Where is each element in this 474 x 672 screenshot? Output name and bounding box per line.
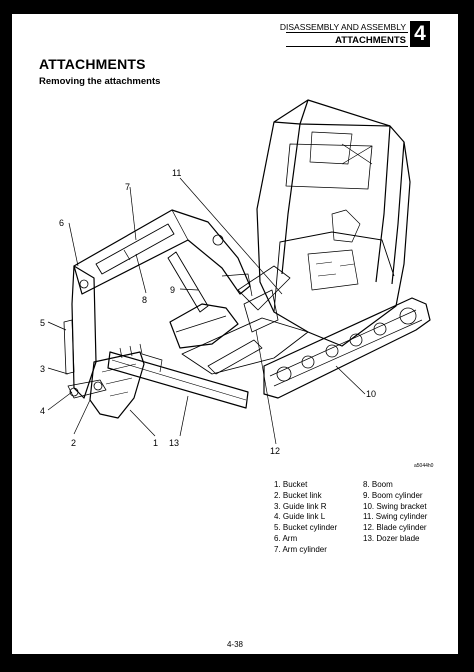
legend-item: 8. Boom [363, 480, 393, 489]
header-subsection: ATTACHMENTS [335, 35, 406, 46]
legend-item: 10. Swing bracket [363, 501, 427, 511]
header-rule-bottom [286, 46, 408, 47]
callout-11: 11 [172, 168, 181, 178]
legend-item: 13. Dozer blade [363, 533, 420, 543]
legend-item: 7. Arm cylinder [274, 544, 327, 554]
callout-7: 7 [125, 182, 130, 192]
callout-6: 6 [59, 218, 64, 228]
legend-right-column: 8. Boom 9. Boom cylinder 10. Swing brack… [363, 480, 427, 545]
legend-item: 12. Blade cylinder [363, 523, 427, 533]
header-section: DISASSEMBLY AND ASSEMBLY [279, 22, 406, 32]
callout-leaders [47, 177, 366, 445]
page-subtitle: Removing the attachments [39, 76, 161, 87]
callout-13: 13 [169, 438, 179, 448]
legend-item: 6. Arm [274, 533, 298, 543]
legend-item: 2. Bucket link [274, 490, 322, 500]
header-rule [286, 32, 408, 33]
manual-page: DISASSEMBLY AND ASSEMBLY ATTACHMENTS 4 A… [12, 14, 458, 654]
legend-left-column: 1. Bucket 2. Bucket link 3. Guide link R… [274, 480, 337, 556]
figure-code: a5044h0 [414, 463, 434, 469]
legend-item: 11. Swing cylinder [363, 512, 428, 522]
callout-8: 8 [142, 295, 147, 305]
legend-item: 4. Guide link L [274, 512, 326, 522]
callout-2: 2 [71, 438, 76, 448]
excavator-diagram: 1 2 3 4 5 6 7 8 9 10 11 12 13 a5044h0 [40, 99, 434, 469]
callout-labels: 1 2 3 4 5 6 7 8 9 10 11 12 13 a5044h0 [40, 168, 434, 469]
legend-item: 5. Bucket cylinder [274, 523, 338, 533]
legend-item: 1. Bucket [274, 480, 308, 489]
page-number: 4-38 [226, 640, 243, 649]
legend-item: 3. Guide link R [274, 501, 327, 511]
callout-9: 9 [170, 285, 175, 295]
callout-1: 1 [153, 438, 158, 448]
callout-5: 5 [40, 318, 45, 328]
callout-12: 12 [270, 446, 280, 456]
callout-10: 10 [366, 389, 376, 399]
excavator-drawing [63, 99, 431, 419]
callout-4: 4 [40, 406, 45, 416]
chapter-number-tab: 4 [410, 21, 430, 47]
callout-3: 3 [40, 364, 45, 374]
page-title: ATTACHMENTS [39, 56, 146, 72]
legend-item: 9. Boom cylinder [363, 490, 423, 500]
